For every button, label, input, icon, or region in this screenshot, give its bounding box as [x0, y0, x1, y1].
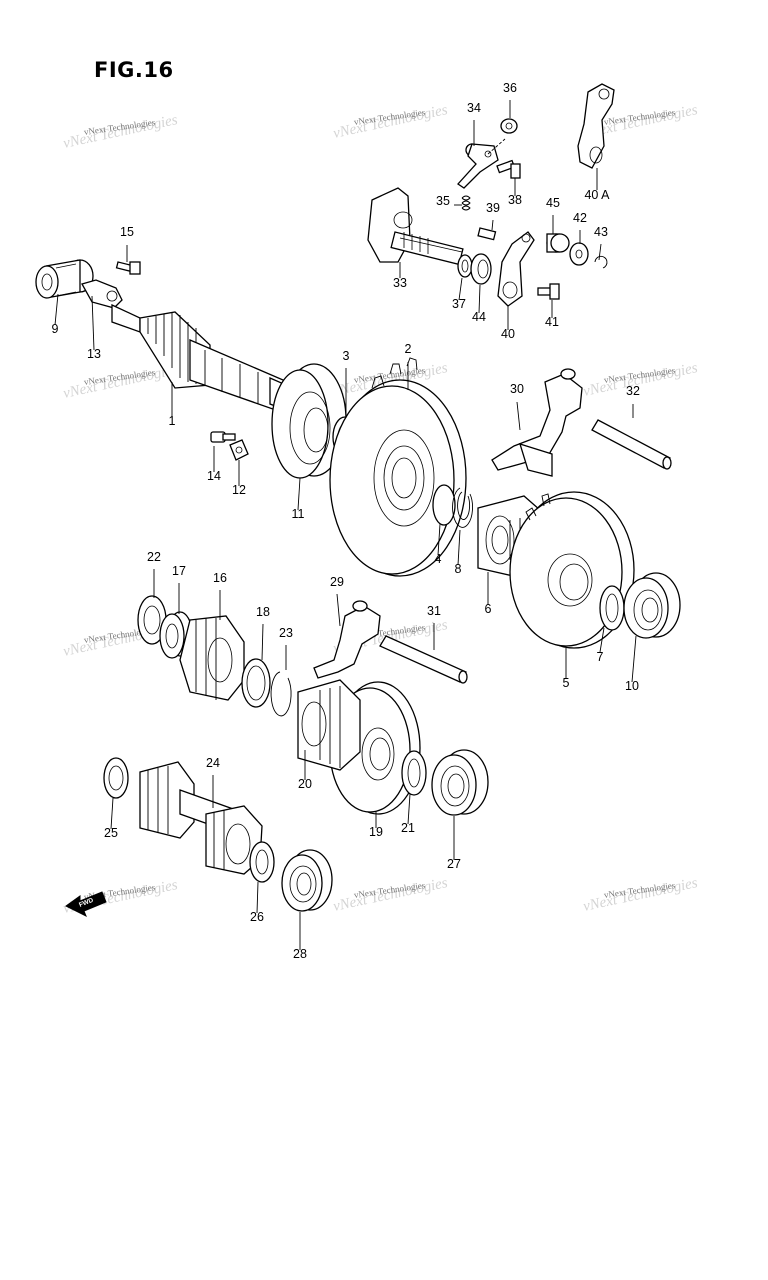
figure-title: FIG.16	[94, 58, 174, 82]
part-label-p44: 44	[472, 310, 486, 324]
washer-22	[137, 595, 167, 645]
part-label-p12: 12	[232, 483, 246, 497]
bolt-41	[537, 283, 560, 300]
part-label-p37: 37	[452, 297, 466, 311]
part-label-p22: 22	[147, 550, 161, 564]
part-label-p33: 33	[393, 276, 407, 290]
part-label-p28: 28	[293, 947, 307, 961]
part-number-labels: 1234567891011121314151617181920212223242…	[52, 81, 640, 961]
part-label-p32: 32	[626, 384, 640, 398]
part-label-p30: 30	[510, 382, 524, 396]
part-label-p16: 16	[213, 571, 227, 585]
part-label-p26: 26	[250, 910, 264, 924]
bolt-38	[496, 159, 521, 179]
bearing-28	[281, 849, 333, 912]
washer-18	[241, 658, 271, 708]
gear-20	[297, 679, 361, 771]
part-label-p27: 27	[447, 857, 461, 871]
fork-29	[313, 600, 381, 679]
part-label-p7: 7	[597, 650, 604, 664]
part-label-p4: 4	[435, 552, 442, 566]
part-label-p1: 1	[169, 414, 176, 428]
pin-39	[477, 227, 497, 241]
part-label-p23: 23	[279, 626, 293, 640]
screw-15	[115, 261, 141, 275]
part-label-p43: 43	[594, 225, 608, 239]
part-label-p40a: 40 A	[584, 188, 610, 202]
bearing-10	[623, 572, 681, 639]
circlip-8	[452, 487, 473, 528]
part-label-p20: 20	[298, 777, 312, 791]
part-label-p42: 42	[573, 211, 587, 225]
shaft-24	[139, 761, 263, 875]
part-label-p6: 6	[485, 602, 492, 616]
ring-7	[599, 585, 625, 631]
arm-34	[457, 138, 506, 189]
part-label-p3: 3	[343, 349, 350, 363]
part-label-p19: 19	[369, 825, 383, 839]
leader-lines	[54, 100, 637, 950]
part-label-p36: 36	[503, 81, 517, 95]
circlip-23	[270, 671, 292, 717]
forward-arrow: FWD	[65, 891, 107, 918]
part-label-p17: 17	[172, 564, 186, 578]
part-label-p5: 5	[563, 676, 570, 690]
rod-32	[591, 419, 672, 470]
part-label-p25: 25	[104, 826, 118, 840]
bearing-9	[35, 259, 94, 299]
retainer-13	[81, 279, 123, 309]
part-label-p40: 40	[501, 327, 515, 341]
part-label-p11: 11	[292, 507, 305, 521]
seal-44	[470, 253, 492, 285]
part-label-p8: 8	[455, 562, 462, 576]
part-label-p31: 31	[427, 604, 441, 618]
part-label-p38: 38	[508, 193, 522, 207]
gear-2	[329, 357, 467, 577]
part-label-p29: 29	[330, 575, 344, 589]
part-label-p13: 13	[87, 347, 101, 361]
bolt-14	[210, 431, 236, 443]
part-label-p35: 35	[436, 194, 450, 208]
part-label-p41: 41	[545, 315, 559, 329]
part-label-p39: 39	[486, 201, 500, 215]
bushing-45	[546, 233, 570, 253]
part-label-p2: 2	[405, 342, 412, 356]
washer-25	[103, 757, 129, 799]
washer-36	[500, 118, 518, 134]
arm-40a	[577, 83, 615, 169]
part-label-p45: 45	[546, 196, 560, 210]
ring-26	[249, 841, 275, 883]
washer-37	[457, 254, 473, 278]
shift-cam-33	[367, 187, 464, 266]
part-label-p15: 15	[120, 225, 134, 239]
rod-31	[379, 635, 468, 684]
bearing-11	[271, 363, 347, 479]
spring-35	[461, 195, 471, 211]
fork-30	[491, 368, 583, 477]
part-label-p10: 10	[625, 679, 639, 693]
clip-43	[594, 255, 608, 269]
ring-21	[401, 750, 427, 796]
part-label-p9: 9	[52, 322, 59, 336]
part-label-p24: 24	[206, 756, 220, 770]
part-label-p18: 18	[256, 605, 270, 619]
ring-4	[432, 484, 456, 526]
part-label-p21: 21	[401, 821, 415, 835]
washer-42	[569, 242, 589, 266]
part-label-p34: 34	[467, 101, 481, 115]
part-label-p14: 14	[207, 469, 221, 483]
lever-40	[497, 231, 535, 307]
gear-16	[179, 615, 245, 701]
washer-12	[229, 439, 249, 461]
bearing-27	[431, 749, 489, 816]
